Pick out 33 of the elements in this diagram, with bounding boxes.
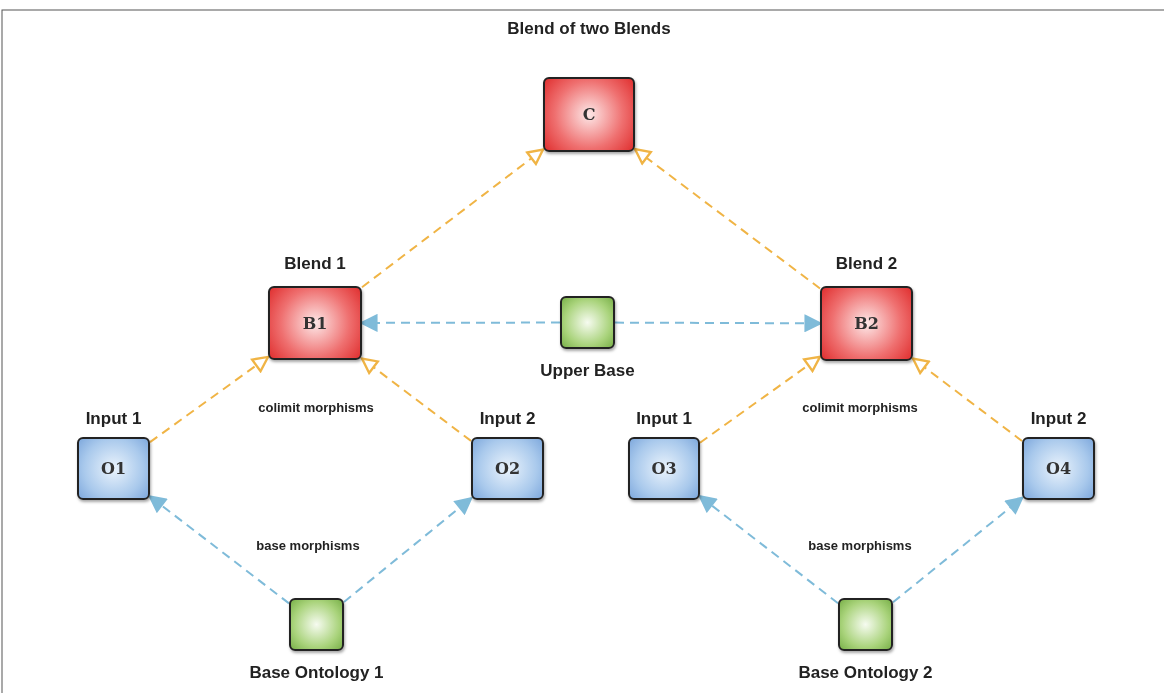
- morphism-label: base morphisms: [256, 538, 360, 553]
- node-heading: Blend 1: [284, 254, 346, 274]
- dashed-arrow: [343, 497, 473, 604]
- node-heading: Blend of two Blends: [507, 19, 671, 39]
- node-heading: Base Ontology 2: [798, 663, 933, 683]
- dashed-arrow: [360, 314, 561, 332]
- input-box: O1: [77, 437, 150, 500]
- morphism-label: base morphisms: [808, 538, 912, 553]
- morphism-label: colimit morphisms: [802, 400, 918, 415]
- dashed-arrow: [699, 355, 822, 444]
- node-heading: Blend 2: [835, 254, 898, 274]
- blend-box: B2: [820, 286, 913, 361]
- morphism-label: colimit morphisms: [258, 400, 374, 415]
- input-box: O2: [471, 437, 544, 500]
- node-heading: Upper Base: [540, 361, 635, 381]
- dashed-arrow: [148, 495, 290, 605]
- dashed-arrow: [633, 148, 821, 290]
- input-box: O4: [1022, 437, 1095, 500]
- dashed-arrow: [149, 355, 270, 444]
- node-heading: Input 1: [85, 409, 142, 429]
- node-heading: Base Ontology 1: [249, 663, 384, 683]
- dashed-arrow: [360, 357, 472, 442]
- dashed-arrow: [614, 314, 822, 332]
- node-heading: Input 2: [1030, 409, 1087, 429]
- dashed-arrow: [911, 357, 1023, 442]
- blend-box: C: [543, 77, 635, 152]
- dashed-arrow: [698, 495, 839, 605]
- node-heading: Input 2: [479, 409, 536, 429]
- dashed-arrow: [892, 496, 1024, 604]
- node-heading: Input 1: [636, 409, 692, 429]
- input-box: O3: [628, 437, 700, 500]
- blend-box: B1: [268, 286, 362, 360]
- dashed-arrow: [361, 148, 545, 289]
